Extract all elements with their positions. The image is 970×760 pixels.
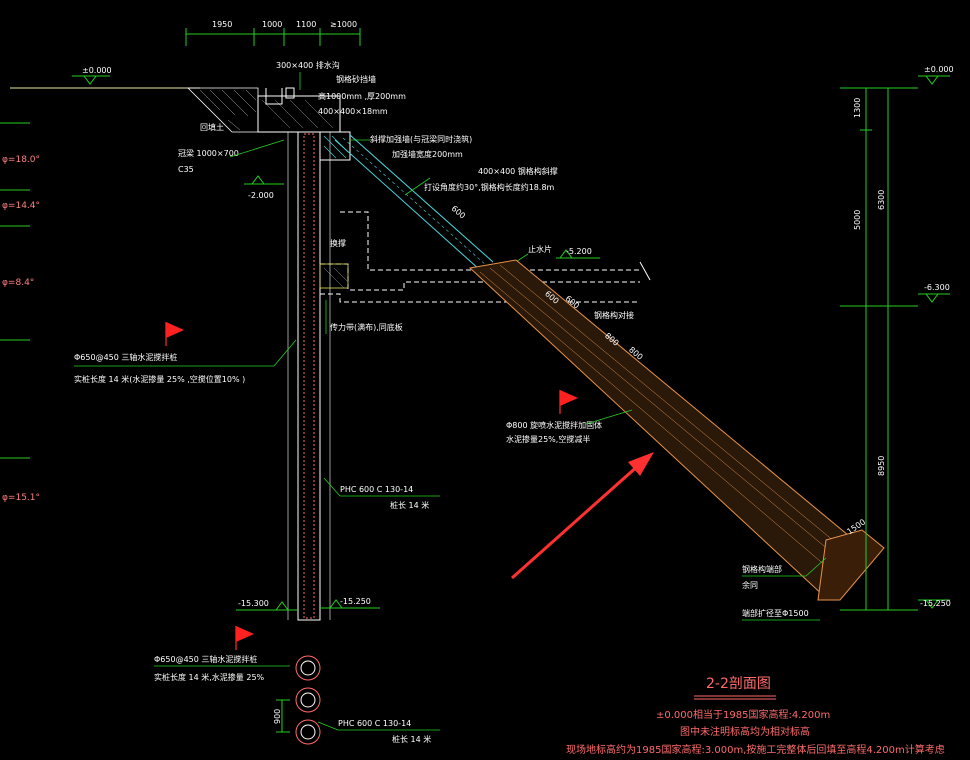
end-leader-d (805, 557, 827, 577)
end-label: 钢格构端部 (742, 564, 782, 574)
right-elev-m6300: -6.300 (924, 283, 950, 292)
plan-piles (295, 655, 321, 745)
plan-phc-leader (317, 721, 339, 731)
right-elev-000: ±0.000 (924, 65, 954, 74)
jet-grout-end (817, 529, 885, 601)
phc-leader (323, 477, 341, 497)
phc-label: PHC 600 C 130-14 (340, 485, 413, 494)
top-dim-3: 1100 (296, 20, 316, 29)
left-elev-000: ±0.000 (82, 66, 112, 75)
steel-strut (334, 134, 494, 271)
concrete-label: C35 (178, 165, 194, 174)
note-2: 图中未注明标高均为相对标高 (680, 725, 810, 738)
backfill-hatch (199, 89, 257, 131)
plan-phc-len: 桩长 14 米 (392, 734, 431, 744)
phi-label-4: φ=15.1° (2, 493, 40, 503)
drain-label: 300×400 排水沟 (276, 60, 340, 70)
elev-m15250: -15.250 (340, 597, 371, 606)
elev-m15300-marker (236, 601, 298, 611)
plan-dim-900: 900 (273, 709, 282, 724)
anchor-leader (585, 409, 633, 425)
waist-beam-label: 斜撑加强墙(与冠梁同时浇筑) (370, 134, 472, 144)
elev-m2-marker (244, 175, 284, 185)
water-stop-label: 止水片 (528, 244, 552, 254)
grid-support-label: 钢格构对接 (594, 310, 634, 320)
backfill-block (319, 263, 349, 289)
end-same: 余同 (742, 580, 758, 590)
strut-note: 打设角度约30°,钢格构长度约18.8m (424, 182, 555, 192)
end-enlarge: 端部扩径至Φ1500 (742, 608, 809, 618)
drain-belt-label: 传力带(满布),同底板 (330, 322, 403, 332)
right-dimension-stack (840, 75, 950, 611)
dim-1300: 1300 (853, 98, 862, 118)
dim-8950: 8950 (877, 456, 886, 476)
phi-label-1: φ=18.0° (2, 155, 40, 165)
right-elev-m15250: -15.250 (920, 599, 951, 608)
backfill-block-hatch (323, 267, 349, 289)
strut-label: 400×400 钢格构斜撑 (478, 166, 558, 176)
phc-len: 桩长 14 米 (390, 500, 429, 510)
note-3: 现场地标高约为1985国家高程:3.000m,按施工完整体后回填至高程4.200… (566, 743, 945, 756)
top-dim-2: 1000 (262, 20, 282, 29)
backfill-label: 回填土 (200, 122, 224, 132)
elev-m15300: -15.300 (238, 599, 269, 608)
phi-label-2: φ=14.4° (2, 201, 40, 211)
phc-pile-inner (303, 133, 315, 619)
top-dimension-group (185, 28, 361, 46)
basement-slab (320, 211, 640, 303)
left-elev-marker (72, 75, 110, 85)
top-dim-4: ≥1000 (330, 20, 357, 29)
phc-pile-outer (297, 131, 321, 621)
backfill-change-label: 换撑 (330, 238, 346, 248)
anchor-note: 水泥掺量25%,空搅减半 (506, 434, 590, 444)
note-1: ±0.000相当于1985国家高程:4.200m (656, 708, 830, 721)
pile-note: 实桩长度 14 米(水泥掺量 25% ,空搅位置10% ) (74, 374, 245, 384)
top-dim-1: 1950 (212, 20, 232, 29)
elev-m15250-marker (320, 599, 380, 609)
plan-dim (276, 699, 290, 733)
elev-m2-label: -2.000 (248, 191, 274, 200)
waist-beam-note: 加强墙宽度200mm (392, 149, 463, 159)
red-arrow-annotation (511, 452, 654, 580)
elev-m5200: -5.200 (566, 247, 592, 256)
crown-beam-hatch (261, 99, 334, 129)
brick-wall-label: 钢格砂挡墙 (336, 74, 376, 84)
phi-label-3: φ=8.4° (2, 278, 34, 288)
flag-icon (235, 626, 254, 650)
anchor-label: Φ800 旋喷水泥搅拌加固体 (506, 420, 602, 430)
strut-dim-600: 600 (450, 204, 467, 221)
slab-break (639, 261, 651, 281)
dim-6300: 6300 (877, 190, 886, 210)
plan-pile-note: 实桩长度 14 米,水泥掺量 25% (154, 672, 265, 682)
jet-grout-texture (479, 264, 853, 579)
strut-leader (404, 177, 431, 196)
drain-ditch (265, 88, 283, 105)
pile-label: Φ650@450 三轴水泥搅拌桩 (74, 352, 177, 362)
plan-pile-label: Φ650@450 三轴水泥搅拌桩 (154, 654, 257, 664)
flag-icon (559, 390, 578, 414)
beam-top-label: 400×400×18mm (318, 107, 388, 116)
brick-wall (285, 87, 295, 99)
section-title: 2-2剖面图 (706, 676, 771, 692)
pile-leader-d (273, 339, 297, 367)
elev-m5200-marker (556, 249, 600, 259)
plan-phc-label: PHC 600 C 130-14 (338, 719, 411, 728)
crown-beam-label: 冠梁 1000×700 (178, 149, 239, 158)
dim-5000: 5000 (853, 210, 862, 230)
waist-beam-box (319, 131, 351, 161)
crown-beam-leader (229, 139, 285, 158)
flag-icon (165, 322, 184, 346)
left-soil-layer-lines (0, 122, 30, 459)
brick-wall-size-label: 高1000mm ,厚200mm (318, 91, 406, 101)
